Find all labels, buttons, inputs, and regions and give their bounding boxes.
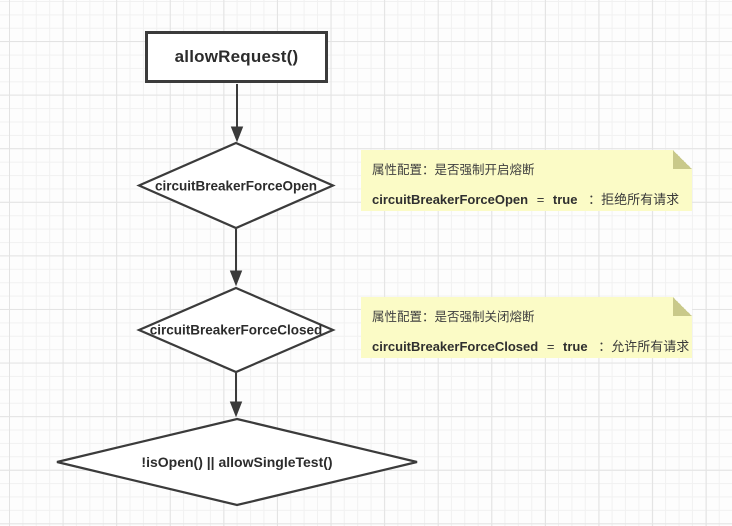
note-title: 属性配置：是否强制关闭熔断 <box>372 310 535 324</box>
arrowhead-icon <box>229 270 243 287</box>
sticky-note-force-closed[interactable]: 属性配置：是否强制关闭熔断 circuitBreakerForceClosed … <box>361 297 692 358</box>
sticky-note-force-open[interactable]: 属性配置：是否强制开启熔断 circuitBreakerForceOpen = … <box>361 150 692 211</box>
note-title: 属性配置：是否强制开启熔断 <box>372 163 535 177</box>
node-allow-request-label: allowRequest() <box>174 47 299 66</box>
arrowhead-icon <box>230 126 244 143</box>
note-code-line: circuitBreakerForceClosed = true ：允许所有请求 <box>372 336 689 355</box>
node-circuit-breaker-force-closed-shape[interactable] <box>136 286 336 374</box>
node-allow-request[interactable]: allowRequest() <box>145 31 328 83</box>
folded-corner-icon <box>673 150 692 169</box>
node-circuit-breaker-force-closed-label: circuitBreakerForceClosed <box>149 322 323 338</box>
node-is-open-or-allow-single-test-shape[interactable] <box>56 417 418 507</box>
note-description: ：允许所有请求 <box>598 339 690 354</box>
note-operator: = <box>546 339 555 354</box>
note-code: circuitBreakerForceClosed <box>372 339 539 354</box>
note-code: circuitBreakerForceOpen <box>372 192 529 207</box>
note-description: ：拒绝所有请求 <box>588 192 680 207</box>
connector-force-open-to-force-closed[interactable] <box>229 229 243 287</box>
node-circuit-breaker-force-open-shape[interactable] <box>136 141 336 230</box>
note-code-line: circuitBreakerForceOpen = true ：拒绝所有请求 <box>372 189 681 208</box>
note-value: true <box>563 339 588 354</box>
folded-corner-icon <box>673 297 692 316</box>
connector-force-closed-to-single-test[interactable] <box>229 373 243 418</box>
note-value: true <box>552 192 578 207</box>
node-is-open-or-allow-single-test-label: !isOpen() || allowSingleTest() <box>141 454 333 470</box>
arrowhead-icon <box>229 401 243 418</box>
connector-start-to-force-open[interactable] <box>230 84 244 143</box>
node-circuit-breaker-force-open-label: circuitBreakerForceOpen <box>154 178 318 194</box>
note-operator: = <box>536 192 545 207</box>
